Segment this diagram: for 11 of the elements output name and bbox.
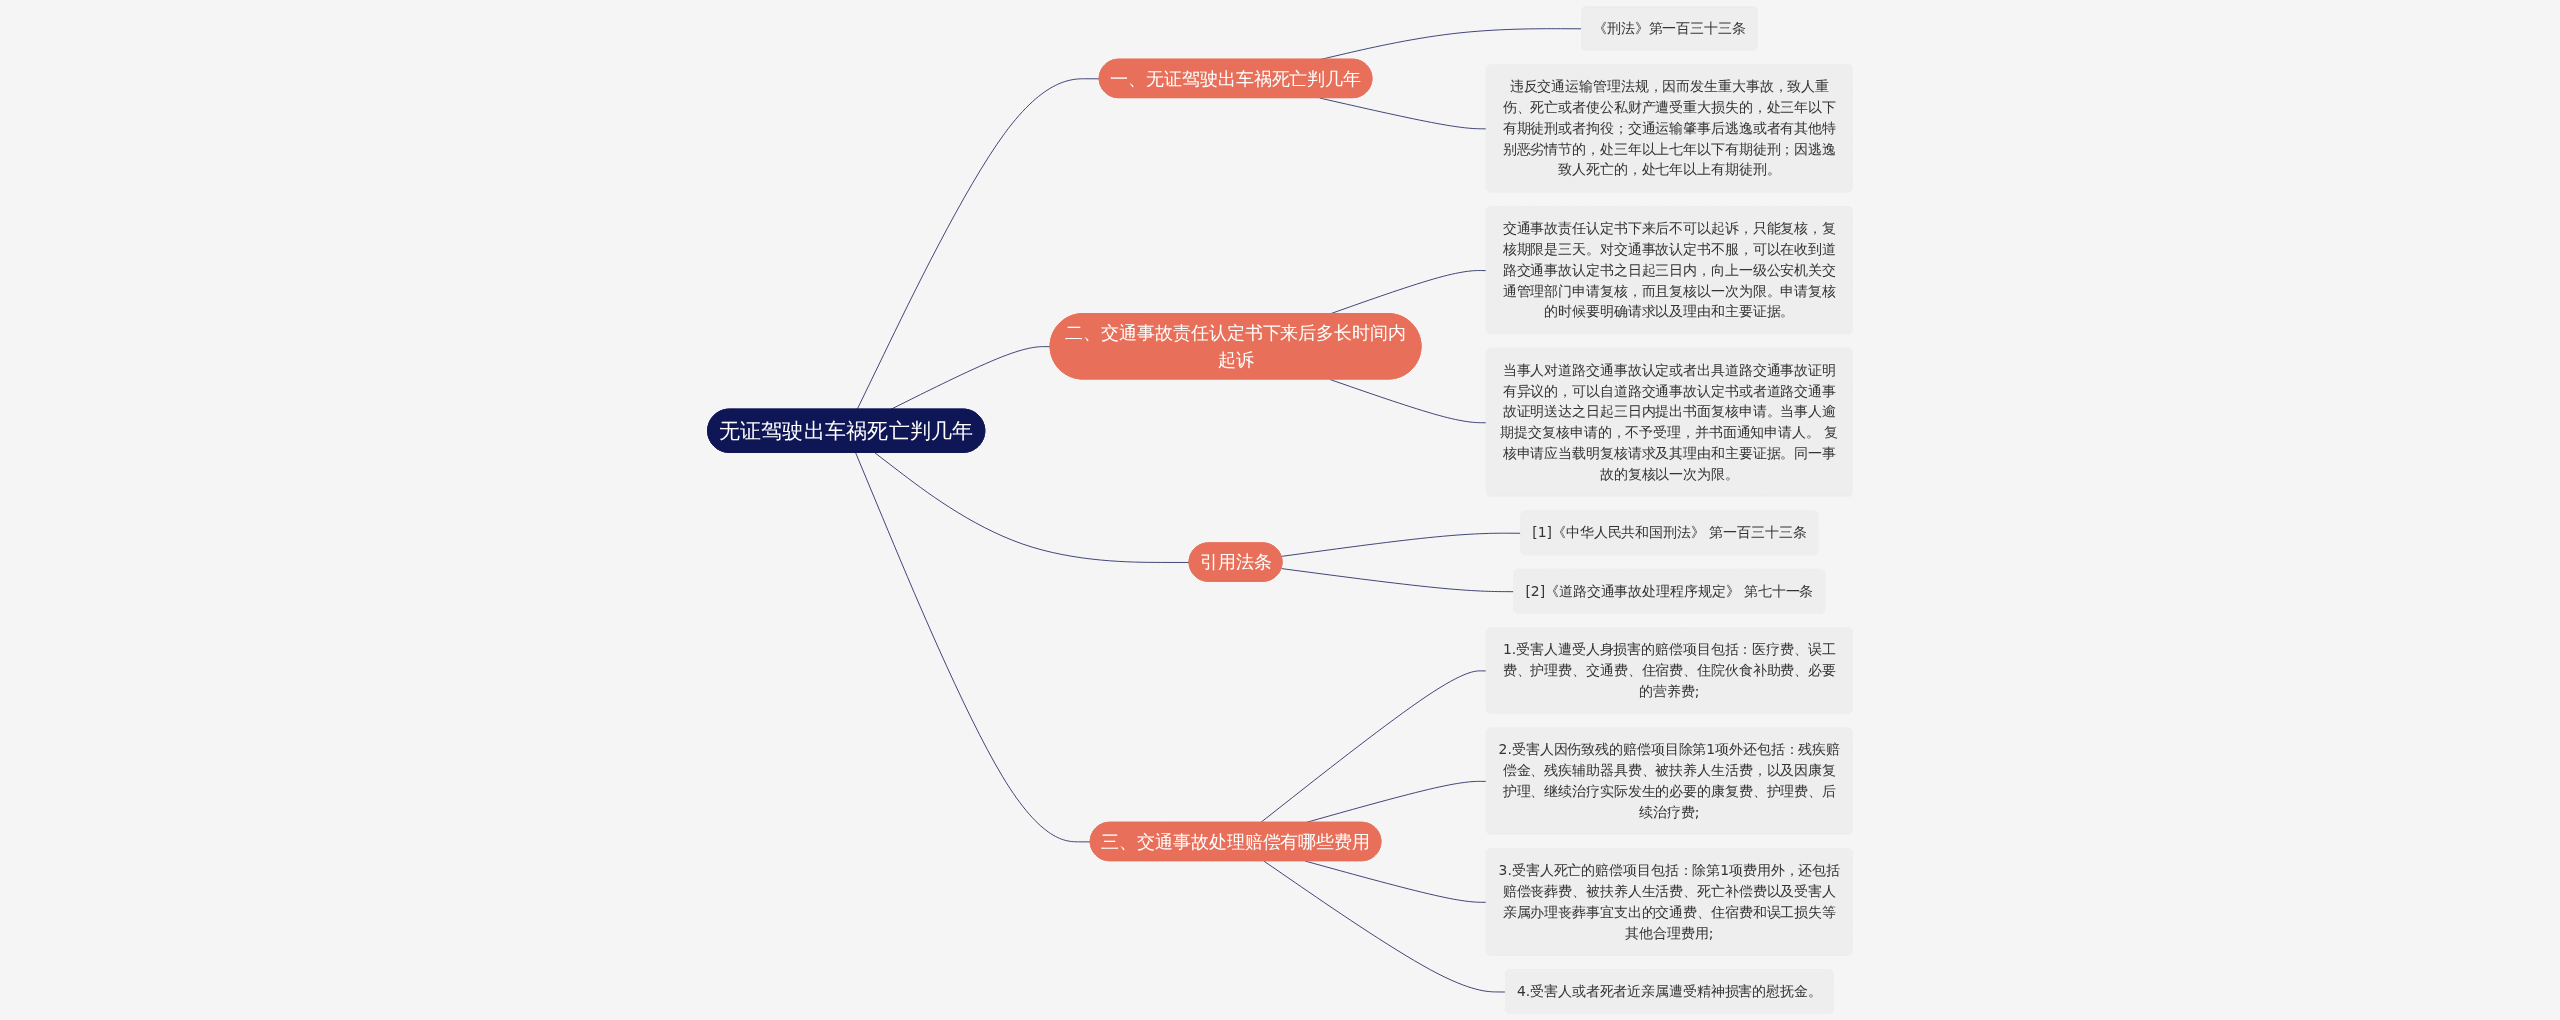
connector bbox=[874, 452, 1190, 563]
connector bbox=[1260, 670, 1488, 824]
connector bbox=[855, 452, 1092, 843]
connector bbox=[856, 78, 1101, 410]
connector bbox=[890, 346, 1051, 410]
connector bbox=[1329, 378, 1488, 424]
connector bbox=[1263, 860, 1507, 993]
connector bbox=[1281, 532, 1522, 557]
connector bbox=[1319, 97, 1488, 130]
connector bbox=[1304, 860, 1488, 903]
connector bbox=[1281, 568, 1515, 593]
